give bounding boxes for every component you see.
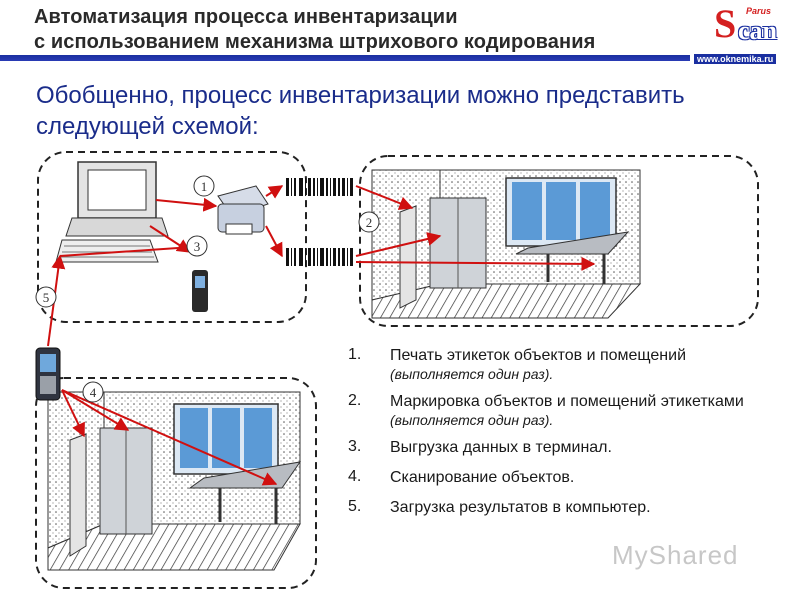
computer-zone: [37, 151, 307, 323]
logo-parus: Parus: [746, 6, 772, 16]
list-item: 1. Печать этикеток объектов и помещений …: [348, 346, 768, 382]
slide-title-line-1: Автоматизация процесса инвентаризации: [34, 6, 458, 28]
step-marker-3: 3: [186, 235, 208, 257]
step-text: Загрузка результатов в компьютер.: [390, 499, 651, 516]
list-item: 4. Сканирование объектов.: [348, 468, 768, 488]
barcode-icon: [286, 248, 353, 266]
scan-logo: S can Parus www.oknemika.ru: [692, 1, 792, 64]
step-number: 1.: [348, 346, 362, 363]
step-number: 4.: [348, 468, 362, 485]
computer-icon: [55, 161, 169, 263]
step-marker-4: 4: [82, 381, 104, 403]
slide-title-line-2: с использованием механизма штрихового ко…: [34, 31, 596, 53]
svg-text:2: 2: [366, 215, 373, 230]
step-number: 3.: [348, 438, 362, 455]
logo-letter-s: S: [714, 1, 737, 46]
step-text: Выгрузка данных в терминал.: [390, 439, 612, 456]
step-note: (выполняется один раз).: [390, 412, 554, 428]
svg-text:3: 3: [194, 239, 201, 254]
list-item: 3. Выгрузка данных в терминал.: [348, 438, 768, 458]
step-text: Сканирование объектов.: [390, 469, 575, 486]
list-item: 5. Загрузка результатов в компьютер.: [348, 498, 768, 518]
step-number: 2.: [348, 392, 362, 409]
handheld-terminal-icon: [35, 347, 61, 401]
list-item: 2. Маркировка объектов и помещений этике…: [348, 392, 768, 428]
inventory-process-diagram: 1 2 3 4 5: [35, 151, 759, 589]
label-printer-icon: [217, 185, 269, 235]
logo-letters-can: can: [738, 16, 777, 45]
header-divider: [0, 55, 690, 61]
step-marker-2: 2: [358, 211, 380, 233]
handheld-terminal-icon: [192, 270, 208, 312]
svg-text:4: 4: [90, 385, 97, 400]
arrow-5-tail: [59, 247, 179, 257]
watermark: MyShared: [612, 540, 739, 570]
slide-subtitle: Обобщенно, процесс инвентаризации можно …: [36, 82, 685, 140]
logo-url: www.oknemika.ru: [694, 54, 777, 64]
step-marker-1: 1: [193, 175, 215, 197]
step-number: 5.: [348, 498, 362, 515]
slide-header: Автоматизация процесса инвентаризации с …: [0, 0, 800, 64]
step-note: (выполняется один раз).: [390, 366, 554, 382]
room-icon: [359, 155, 759, 327]
room-icon: [35, 377, 317, 589]
flow-arrows: [47, 185, 596, 486]
svg-text:1: 1: [201, 179, 208, 194]
steps-list: 1. Печать этикеток объектов и помещений …: [348, 346, 768, 528]
svg-text:5: 5: [43, 290, 50, 305]
step-marker-5: 5: [35, 286, 57, 308]
step-text: Печать этикеток объектов и помещений: [390, 347, 687, 364]
barcode-icon: [286, 178, 353, 196]
step-text: Маркировка объектов и помещений этикетка…: [390, 393, 744, 410]
